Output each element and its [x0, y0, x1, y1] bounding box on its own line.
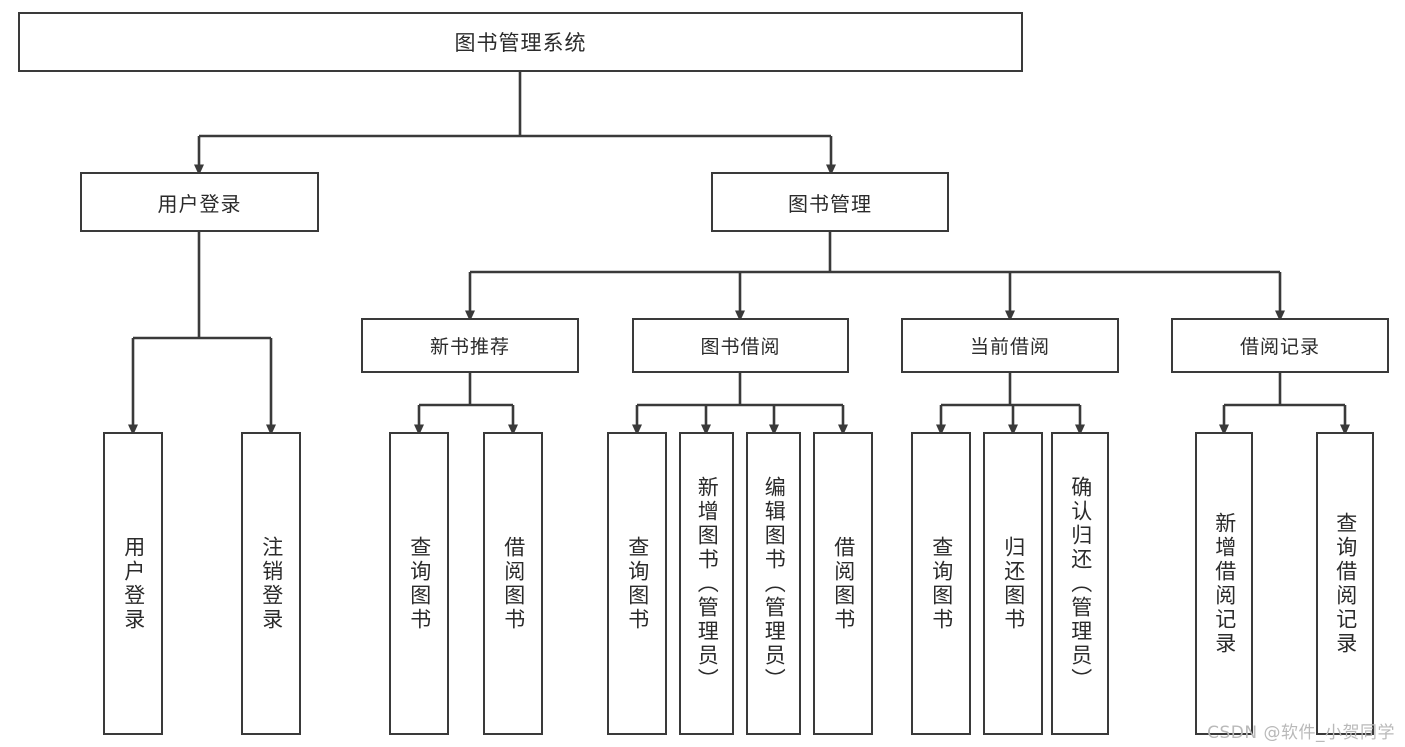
- leaf-query-borrow-record[interactable]: 查询借阅记录: [1316, 432, 1374, 735]
- leaf-confirm-return-admin[interactable]: 确认归还（管理员）: [1051, 432, 1109, 735]
- leaf-borrow-book[interactable]: 借阅图书: [813, 432, 873, 735]
- leaf-borrow-book-rec-label: 借阅图书: [501, 535, 526, 632]
- node-current-borrow[interactable]: 当前借阅: [901, 318, 1119, 373]
- leaf-add-book-admin-label: 新增图书（管理员）: [695, 475, 720, 692]
- leaf-add-borrow-record[interactable]: 新增借阅记录: [1195, 432, 1253, 735]
- node-book-management[interactable]: 图书管理: [711, 172, 949, 232]
- node-user-login[interactable]: 用户登录: [80, 172, 319, 232]
- node-new-book-recommend[interactable]: 新书推荐: [361, 318, 579, 373]
- node-current-borrow-label: 当前借阅: [969, 336, 1050, 358]
- leaf-edit-book-admin-label: 编辑图书（管理员）: [762, 475, 787, 692]
- node-root[interactable]: 图书管理系统: [18, 12, 1023, 72]
- leaf-logout-label: 注销登录: [259, 535, 284, 632]
- node-user-login-label: 用户登录: [157, 191, 242, 216]
- leaf-add-book-admin[interactable]: 新增图书（管理员）: [679, 432, 734, 735]
- leaf-query-book-borrow[interactable]: 查询图书: [607, 432, 667, 735]
- leaf-borrow-book-label: 借阅图书: [831, 535, 856, 632]
- node-book-borrow[interactable]: 图书借阅: [632, 318, 849, 373]
- node-book-management-label: 图书管理: [788, 191, 872, 216]
- leaf-logout[interactable]: 注销登录: [241, 432, 301, 735]
- leaf-user-login[interactable]: 用户登录: [103, 432, 163, 735]
- leaf-query-book-current[interactable]: 查询图书: [911, 432, 971, 735]
- node-root-label: 图书管理系统: [454, 31, 587, 55]
- leaf-confirm-return-admin-label: 确认归还（管理员）: [1068, 475, 1093, 692]
- node-new-book-recommend-label: 新书推荐: [429, 336, 510, 358]
- leaf-user-login-label: 用户登录: [121, 535, 146, 632]
- node-borrow-record-label: 借阅记录: [1239, 336, 1320, 358]
- leaf-query-book-borrow-label: 查询图书: [625, 535, 650, 632]
- node-book-borrow-label: 图书借阅: [700, 336, 781, 358]
- leaf-return-book[interactable]: 归还图书: [983, 432, 1043, 735]
- leaf-add-borrow-record-label: 新增借阅记录: [1212, 511, 1237, 656]
- leaf-edit-book-admin[interactable]: 编辑图书（管理员）: [746, 432, 801, 735]
- leaf-query-book-rec-label: 查询图书: [407, 535, 432, 632]
- leaf-query-book-rec[interactable]: 查询图书: [389, 432, 449, 735]
- node-borrow-record[interactable]: 借阅记录: [1171, 318, 1389, 373]
- leaf-query-borrow-record-label: 查询借阅记录: [1333, 511, 1358, 656]
- leaf-query-book-current-label: 查询图书: [929, 535, 954, 632]
- leaf-borrow-book-rec[interactable]: 借阅图书: [483, 432, 543, 735]
- leaf-return-book-label: 归还图书: [1001, 535, 1026, 632]
